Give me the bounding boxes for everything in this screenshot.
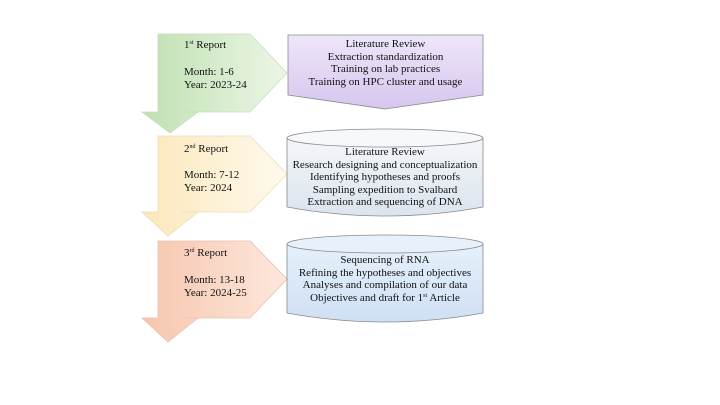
stage-2-month: Month: 7-12	[184, 169, 240, 181]
task-item: Analyses and compilation of our data	[302, 279, 468, 292]
task-item: Extraction standardization	[327, 50, 444, 63]
task-item: Objectives and draft for 1st Article	[310, 291, 460, 304]
task-item: Literature Review	[345, 146, 425, 158]
stage-1-month: Month: 1-6	[184, 66, 234, 78]
stage-1-title: 1st Report	[184, 39, 227, 51]
stage-1-year: Year: 2023-24	[184, 79, 247, 91]
stage-1-arrow	[140, 33, 288, 134]
stage-3-content-box	[286, 234, 484, 323]
task-item: Training on lab practices	[330, 63, 441, 76]
stage-1-task-list: Literature Review Extraction standardiza…	[288, 38, 483, 88]
stage-2-task-list: Literature Review Research designing and…	[287, 146, 483, 209]
stage-2-title: 2nd Report	[184, 143, 229, 155]
stage-3-title: 3rd Report	[184, 247, 228, 259]
stage-1-content-box	[287, 34, 484, 110]
stage-3-year: Year: 2024-25	[184, 287, 247, 299]
stage-2-arrow	[140, 135, 288, 237]
task-item: Extraction and sequencing of DNA	[307, 196, 463, 209]
task-item: Refining the hypotheses and objectives	[298, 266, 472, 279]
stage-3-arrow	[140, 240, 288, 343]
task-item: Identifying hypotheses and proofs	[310, 171, 460, 184]
task-item: Research designing and conceptualization	[292, 158, 478, 171]
stage-2-content-box	[286, 128, 484, 217]
stage-3-month: Month: 13-18	[184, 274, 245, 286]
stage-2-year: Year: 2024	[184, 182, 233, 194]
task-item: Literature Review	[345, 38, 426, 50]
task-item: Sampling expedition to Svalbard	[312, 183, 458, 196]
task-item: Training on HPC cluster and usage	[308, 75, 463, 88]
task-item: Sequencing of RNA	[340, 254, 430, 266]
stage-3-task-list: Sequencing of RNA Refining the hypothese…	[287, 254, 483, 304]
